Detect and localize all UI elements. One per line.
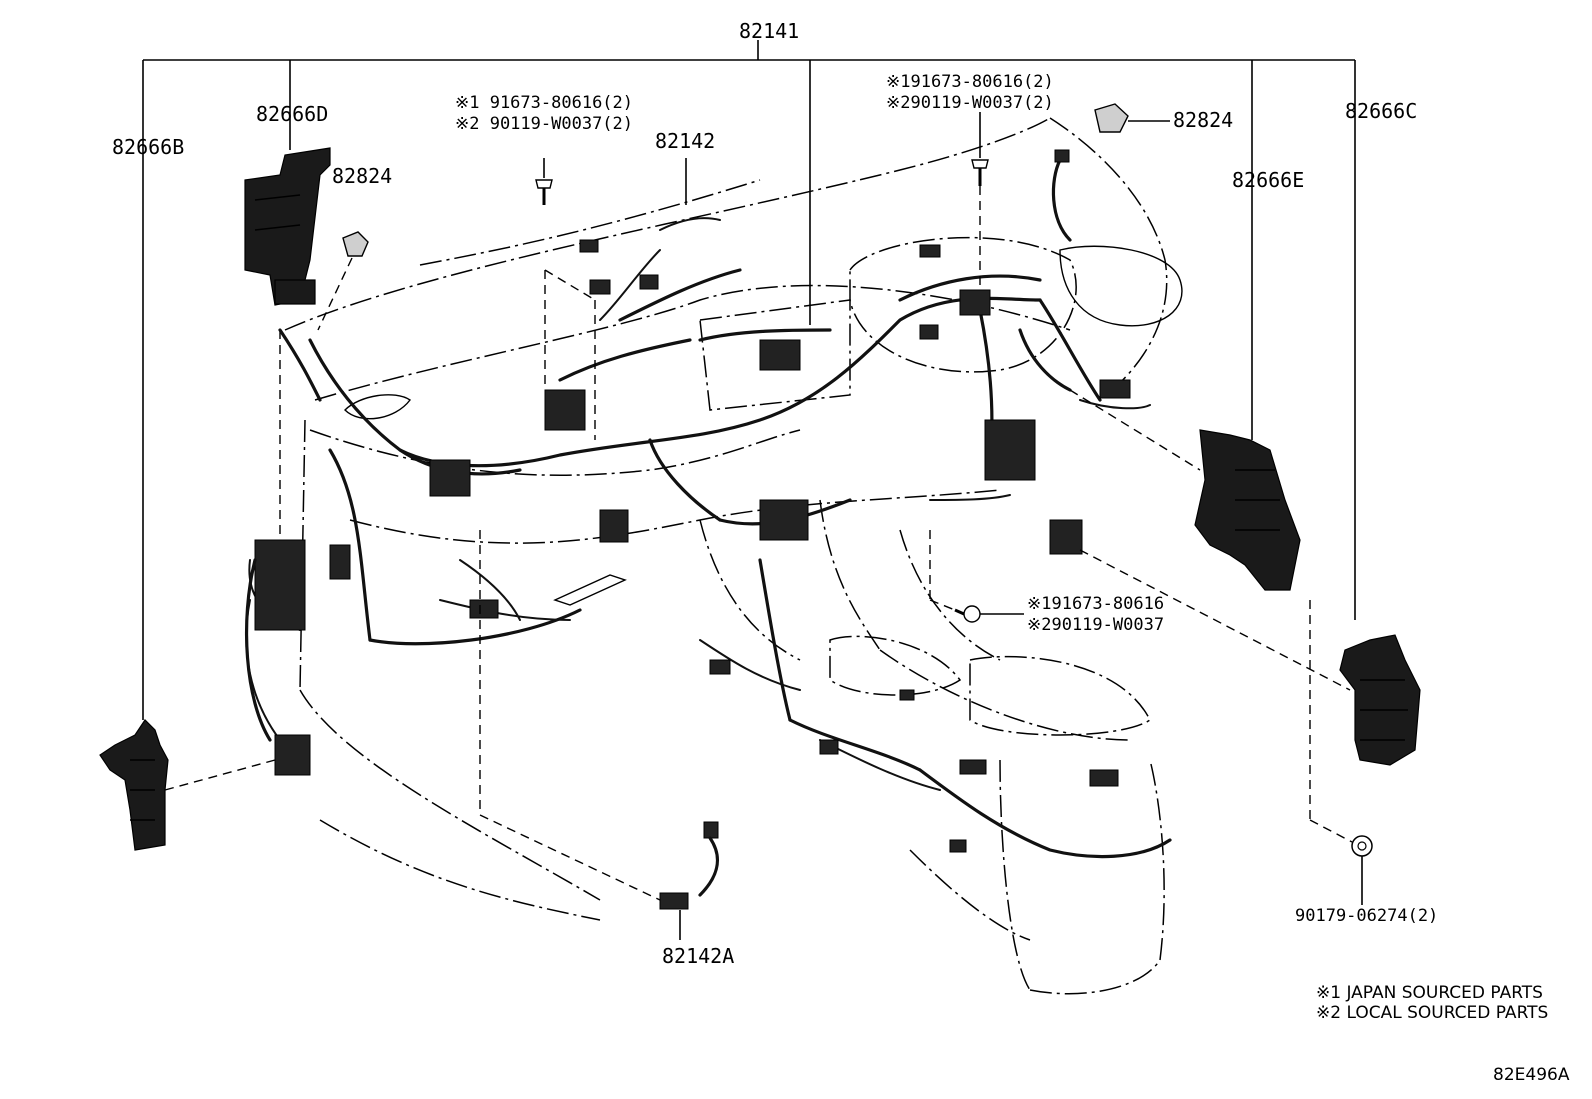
bracket-82666b: [99, 719, 169, 851]
callout-bolt-top-1: ※191673-80616(2): [886, 72, 1054, 92]
bracket-82666d: [244, 147, 331, 306]
legend-note-1: ※1 JAPAN SOURCED PARTS: [1316, 983, 1543, 1003]
label-82141: 82141: [739, 19, 799, 43]
diagram-code: 82E496A: [1493, 1065, 1570, 1085]
label-82666d: 82666D: [256, 102, 328, 126]
clamp-82824-right: [1094, 103, 1170, 133]
callout-bolt-left-1: ※1 91673-80616(2): [455, 93, 633, 113]
callout-bolt-top-2: ※290119-W0037(2): [886, 93, 1054, 113]
label-82666c: 82666C: [1345, 99, 1417, 123]
bolt-top: [971, 112, 989, 290]
legend-note-2: ※2 LOCAL SOURCED PARTS: [1316, 1003, 1548, 1023]
main-wire-harness: [245, 158, 1172, 859]
label-82666b: 82666B: [112, 135, 184, 159]
instrument-panel-outline: [284, 117, 1183, 995]
label-82824-right: 82824: [1173, 108, 1233, 132]
harness-leader-bracket: [142, 40, 1356, 720]
sub-harness-82142a: [479, 530, 720, 940]
label-82142a: 82142A: [662, 944, 734, 968]
bolt-mid: [929, 530, 1024, 623]
label-82824-left: 82824: [332, 164, 392, 188]
bracket-82666e: [1069, 389, 1301, 591]
bracket-82666c: [1079, 549, 1421, 820]
callout-bolt-mid-1: ※191673-80616: [1027, 594, 1164, 614]
harness-connectors: [329, 149, 1131, 853]
clamp-82824-left: [317, 231, 369, 331]
label-82142: 82142: [655, 129, 715, 153]
sub-harness-82142-leader: [544, 158, 687, 440]
label-82666e: 82666E: [1232, 168, 1304, 192]
nut-90179: [1309, 819, 1373, 905]
callout-bolt-left-2: ※2 90119-W0037(2): [455, 114, 633, 134]
bolt-left: [535, 158, 553, 205]
callout-bolt-mid-2: ※290119-W0037: [1027, 615, 1164, 635]
label-nut: 90179-06274(2): [1295, 906, 1438, 926]
left-side-connectors: [164, 328, 322, 791]
